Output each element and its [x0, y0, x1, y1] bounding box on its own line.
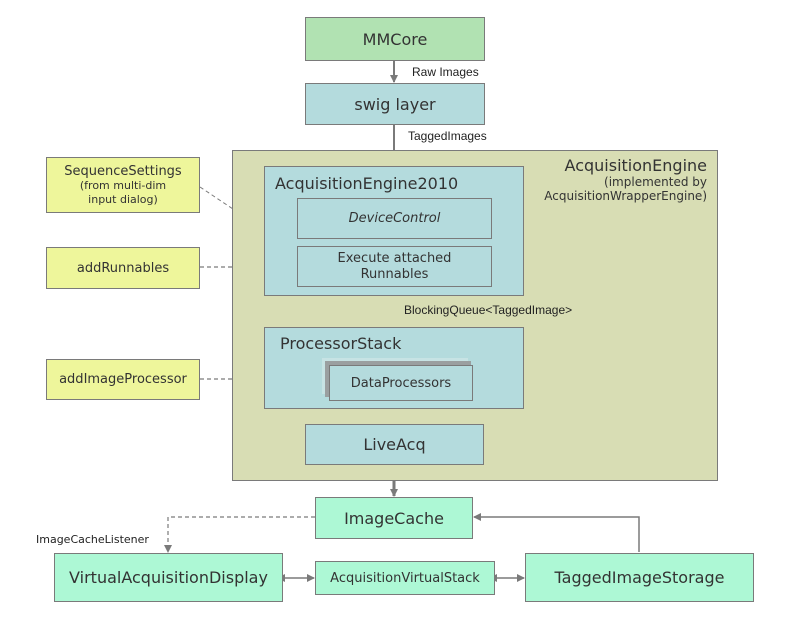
tagged-images-edge-label: TaggedImages: [408, 129, 487, 143]
acquisition-engine-2010-title: AcquisitionEngine2010: [275, 174, 459, 193]
add-runnables-node[interactable]: addRunnables: [46, 247, 200, 289]
acquisition-virtual-stack-node[interactable]: AcquisitionVirtualStack: [315, 561, 495, 595]
device-control-label: DeviceControl: [348, 211, 441, 226]
image-cache-listener-edge-label: ImageCacheListener: [36, 533, 149, 546]
live-acq-label: LiveAcq: [363, 435, 426, 454]
tagged-image-storage-node[interactable]: TaggedImageStorage: [525, 553, 754, 602]
data-processors-node[interactable]: DataProcessors: [329, 365, 473, 401]
sequence-settings-node[interactable]: SequenceSettings (from multi-dim input d…: [46, 157, 200, 213]
add-image-processor-node[interactable]: addImageProcessor: [46, 359, 200, 400]
mmcore-label: MMCore: [362, 29, 428, 49]
data-processors-label: DataProcessors: [350, 375, 452, 391]
sequence-settings-line2: input dialog): [88, 192, 158, 206]
image-cache-node[interactable]: ImageCache: [315, 497, 473, 539]
image-cache-listener-arrow: [164, 516, 315, 553]
device-control-node[interactable]: DeviceControl: [297, 198, 492, 239]
processor-stack-title: ProcessorStack: [280, 334, 402, 353]
execute-runnables-line1: Execute attached: [337, 250, 452, 266]
acquisition-engine-title: AcquisitionEngine: [564, 156, 707, 175]
execute-runnables-node[interactable]: Execute attached Runnables: [297, 246, 492, 287]
live-acq-node[interactable]: LiveAcq: [305, 424, 484, 465]
add-image-processor-label: addImageProcessor: [59, 372, 187, 387]
execute-runnables-line2: Runnables: [360, 266, 429, 282]
swig-layer-label: swig layer: [354, 94, 436, 114]
blocking-queue-edge-label: BlockingQueue<TaggedImage>: [404, 303, 573, 317]
add-runnables-label: addRunnables: [76, 260, 170, 276]
acquisition-virtual-stack-label: AcquisitionVirtualStack: [330, 570, 480, 586]
image-cache-label: ImageCache: [344, 508, 444, 528]
sequence-settings-title: SequenceSettings: [64, 163, 182, 179]
swig-layer-node[interactable]: swig layer: [305, 83, 485, 125]
storage-to-imagecache-arrow: [473, 513, 640, 552]
acquisition-engine-subtitle-1: (implemented by: [604, 175, 707, 189]
tagged-image-storage-label: TaggedImageStorage: [554, 568, 725, 587]
virtual-acquisition-display-node[interactable]: VirtualAcquisitionDisplay: [54, 553, 283, 602]
raw-images-edge-label: Raw Images: [412, 65, 479, 79]
mmcore-node[interactable]: MMCore: [305, 17, 485, 61]
virtual-acquisition-display-label: VirtualAcquisitionDisplay: [69, 568, 268, 587]
sequence-settings-line1: (from multi-dim: [79, 178, 167, 192]
acquisition-engine-subtitle-2: AcquisitionWrapperEngine): [544, 189, 707, 203]
